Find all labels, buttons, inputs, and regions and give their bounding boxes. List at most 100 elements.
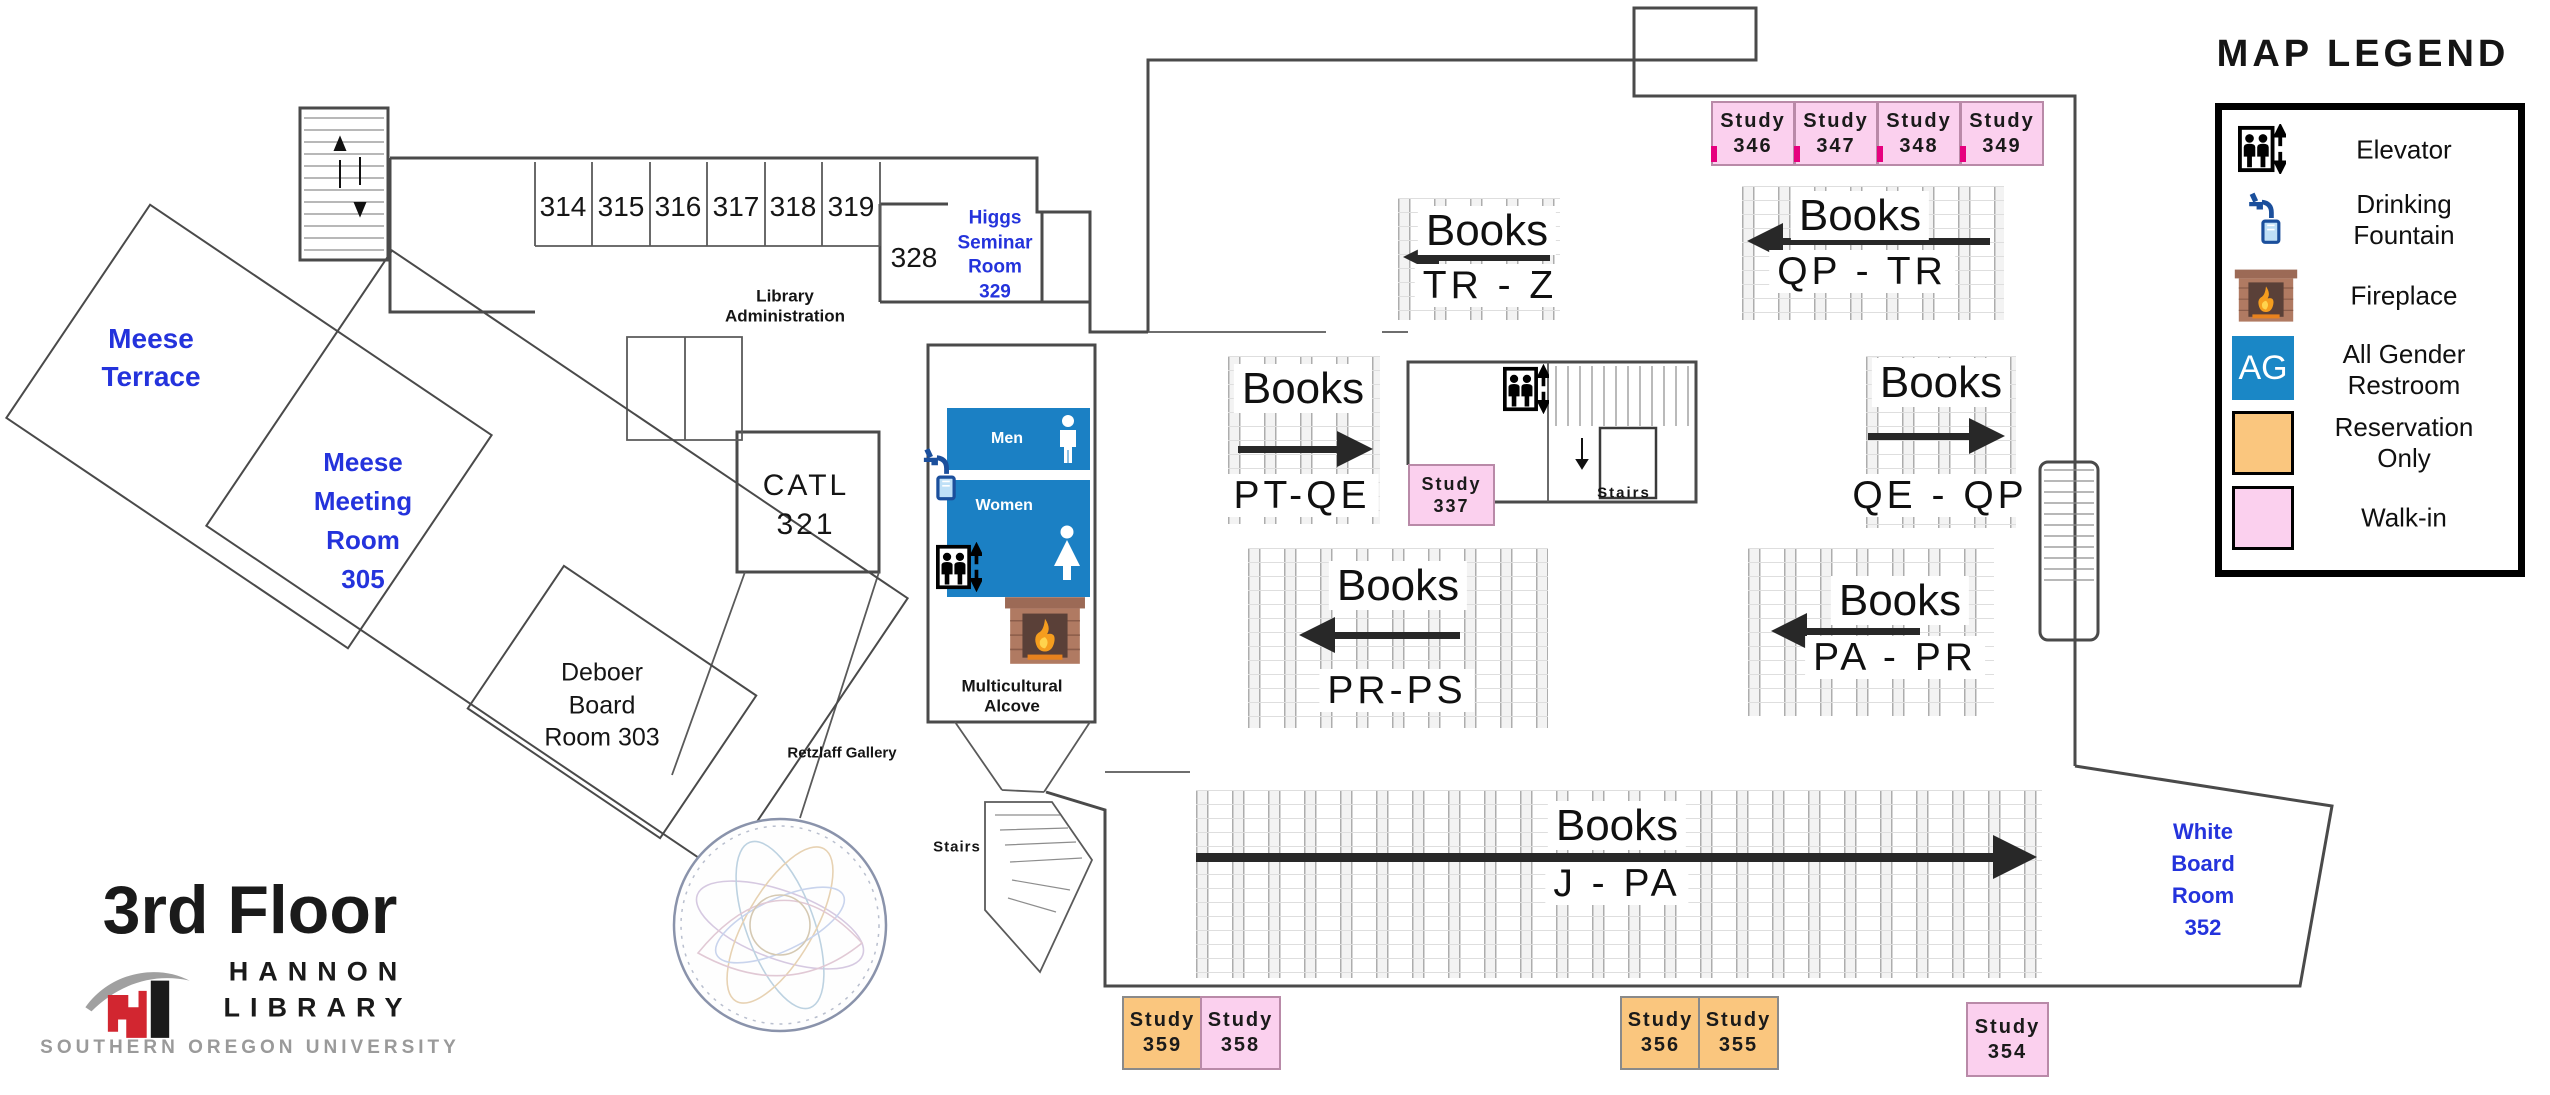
- study-room-label: Study: [1627, 1009, 1694, 1031]
- legend-label-all-gender: All Gender Restroom: [2342, 338, 2466, 400]
- study-room-number: 348: [1899, 134, 1939, 157]
- study-room-number: 349: [1982, 134, 2022, 157]
- study-room-label: Study: [1720, 109, 1786, 132]
- drinking-fountain-icon: [923, 448, 956, 501]
- legend-label-drinking-fountain: Drinking Fountain: [2353, 188, 2455, 250]
- books-arrow-right: [1238, 431, 1373, 467]
- books-section-range: QP - TR: [1769, 250, 1955, 294]
- room-label-deboer: Deboer Board Room 303: [544, 658, 660, 752]
- study-room-number: 346: [1733, 134, 1773, 157]
- room-label-catl: CATL 321: [762, 469, 850, 541]
- books-section-range: QE - QP: [1844, 474, 2036, 518]
- library-name-line1: HANNON: [228, 956, 408, 987]
- legend-title: MAP LEGEND: [2216, 33, 2510, 76]
- drinking-fountain-icon: [2249, 192, 2281, 244]
- room-label-stairs-center: Stairs: [1597, 484, 1651, 502]
- study-room-label: Study: [1886, 109, 1952, 132]
- library-name-line2: LIBRARY: [223, 992, 413, 1023]
- study-room-337: Study 337: [1408, 464, 1495, 526]
- books-arrow-left: [1299, 617, 1460, 653]
- study-room-359: Study 359: [1122, 996, 1203, 1070]
- study-room-label: Study: [1974, 1015, 2041, 1038]
- legend-label-fireplace: Fireplace: [2350, 280, 2458, 311]
- study-room-number: 355: [1718, 1034, 1759, 1056]
- reservation-only-swatch: [2232, 411, 2294, 475]
- elevator-icon: [936, 542, 982, 592]
- women-restroom-label: Women: [975, 496, 1033, 514]
- books-section-range: TR - Z: [1414, 264, 1566, 308]
- university-name: SOUTHERN OREGON UNIVERSITY: [40, 1037, 460, 1059]
- door-mark: [1877, 146, 1883, 162]
- books-section-range: PA - PR: [1805, 636, 1985, 680]
- room-label-library-administration: Library Administration: [725, 286, 845, 325]
- study-room-label: Study: [1421, 473, 1482, 494]
- room-label-328: 328: [890, 241, 938, 273]
- study-room-354: Study 354: [1966, 1002, 2049, 1077]
- room-label-314: 314: [539, 190, 587, 222]
- legend-label-elevator: Elevator: [2356, 134, 2452, 165]
- study-room-number: 337: [1433, 496, 1470, 516]
- room-label-317: 317: [712, 190, 760, 222]
- study-room-label: Study: [1207, 1009, 1274, 1031]
- legend-label-walk-in: Walk-in: [2361, 502, 2447, 533]
- men-restroom: Men: [947, 408, 1090, 470]
- room-label-319: 319: [827, 190, 875, 222]
- study-room-number: 358: [1220, 1034, 1261, 1056]
- door-mark: [1711, 146, 1717, 162]
- room-label-meese-meeting-room: Meese Meeting Room 305: [313, 447, 413, 594]
- room-label-higgs-seminar: Higgs Seminar Room 329: [957, 207, 1033, 303]
- fireplace-icon: [1005, 597, 1085, 664]
- study-room-label: Study: [1803, 109, 1869, 132]
- hannon-library-logo: [85, 972, 190, 1038]
- all-gender-restroom-icon: AG: [2232, 336, 2294, 400]
- books-section-title: Books: [1830, 576, 1970, 626]
- books-section-title: Books: [1547, 801, 1687, 851]
- books-section-range: PR-PS: [1319, 669, 1475, 713]
- room-label-multicultural-alcove: Multicultural Alcove: [961, 676, 1063, 715]
- study-room-number: 356: [1640, 1034, 1681, 1056]
- books-section-title: Books: [1233, 364, 1373, 414]
- books-arrow-right: [1868, 418, 2005, 454]
- map-legend: Elevator Drinking Fountain Fireplace AG: [2215, 103, 2525, 577]
- room-label-meese-terrace: Meese Terrace: [101, 323, 201, 392]
- study-room-number: 359: [1142, 1034, 1183, 1056]
- elevator-icon: [2238, 124, 2286, 174]
- study-room-label: Study: [1969, 109, 2035, 132]
- books-arrow-right: [1196, 835, 2037, 879]
- door-mark: [1960, 146, 1966, 162]
- books-section-range: J - PA: [1545, 862, 1689, 906]
- room-label-318: 318: [769, 190, 817, 222]
- study-room-number: 347: [1816, 134, 1856, 157]
- room-label-316: 316: [654, 190, 702, 222]
- study-room-348: Study 348: [1877, 101, 1961, 166]
- study-room-355: Study 355: [1698, 996, 1779, 1070]
- walk-in-swatch: [2232, 486, 2294, 550]
- fireplace-icon: [2234, 269, 2298, 322]
- room-label-retzlaff-gallery: Retzlaff Gallery: [787, 744, 897, 762]
- study-room-label: Study: [1705, 1009, 1772, 1031]
- books-arrow-left: [1771, 613, 1920, 649]
- room-label-white-board-room: White Board Room 352: [2171, 819, 2235, 940]
- books-section-range: PT-QE: [1225, 474, 1379, 518]
- books-section-title: Books: [1328, 561, 1468, 611]
- men-restroom-label: Men: [991, 429, 1024, 447]
- study-room-346: Study 346: [1711, 101, 1795, 166]
- study-room-358: Study 358: [1200, 996, 1281, 1070]
- room-label-315: 315: [597, 190, 645, 222]
- elevator-icon: [1503, 364, 1549, 414]
- books-section-title: Books: [1417, 206, 1557, 256]
- study-room-349: Study 349: [1960, 101, 2044, 166]
- male-person-icon: [1060, 415, 1076, 463]
- legend-label-reservation-only: Reservation Only: [2334, 411, 2474, 473]
- books-section-title: Books: [1871, 358, 2011, 408]
- study-room-356: Study 356: [1620, 996, 1701, 1070]
- study-room-number: 354: [1987, 1040, 2028, 1063]
- rotunda-artwork: [672, 817, 888, 1033]
- study-room-label: Study: [1129, 1009, 1196, 1031]
- books-section-title: Books: [1790, 191, 1930, 241]
- door-mark: [1794, 146, 1800, 162]
- study-room-347: Study 347: [1794, 101, 1878, 166]
- room-label-stairs-rotunda: Stairs: [933, 838, 981, 856]
